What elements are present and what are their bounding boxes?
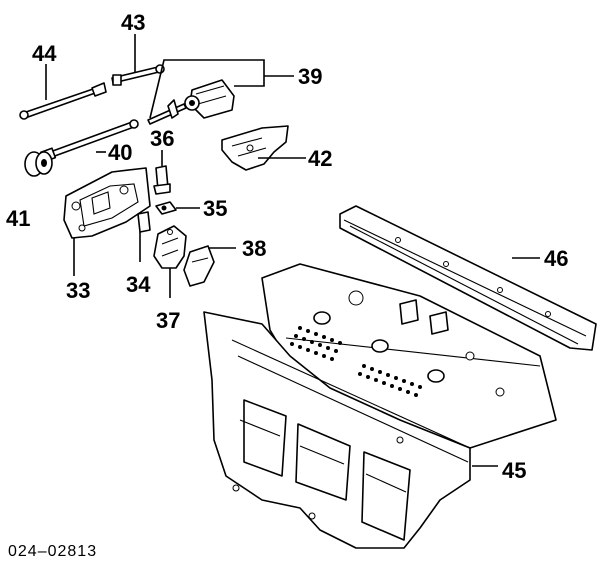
- part-43-rod: [111, 64, 165, 86]
- part-42-bracket: [221, 125, 289, 171]
- callout-44: 44: [32, 41, 57, 66]
- part-41-grommet: [24, 151, 53, 177]
- callout-41: 41: [6, 206, 30, 231]
- callout-35: 35: [203, 196, 227, 221]
- callout-36: 36: [150, 126, 174, 151]
- callout-33: 33: [66, 278, 90, 303]
- callout-40: 40: [108, 140, 132, 165]
- part-37-bracket: [153, 225, 187, 269]
- leader-lines: [45, 34, 540, 467]
- callout-37: 37: [156, 308, 180, 333]
- callout-45: 45: [502, 458, 526, 483]
- part-34-clip: [137, 211, 151, 233]
- part-39-actuator: [147, 79, 235, 125]
- part-36-clip: [153, 165, 171, 195]
- speaker-grille-left: [290, 326, 342, 361]
- callout-46: 46: [544, 246, 568, 271]
- callout-38: 38: [242, 236, 266, 261]
- callout-39: 39: [298, 64, 322, 89]
- part-38-bracket: [183, 245, 215, 287]
- part-35-clip: [155, 201, 177, 215]
- reference-code: 024–02813: [8, 543, 97, 560]
- part-33-panel: [63, 167, 151, 239]
- part-45-panel: [203, 263, 557, 549]
- part-46-rail: [339, 205, 597, 351]
- speaker-grille-right: [358, 364, 422, 397]
- callout-34: 34: [126, 272, 151, 297]
- callout-42: 42: [308, 146, 332, 171]
- callout-43: 43: [121, 10, 145, 35]
- part-44-rod: [19, 82, 107, 120]
